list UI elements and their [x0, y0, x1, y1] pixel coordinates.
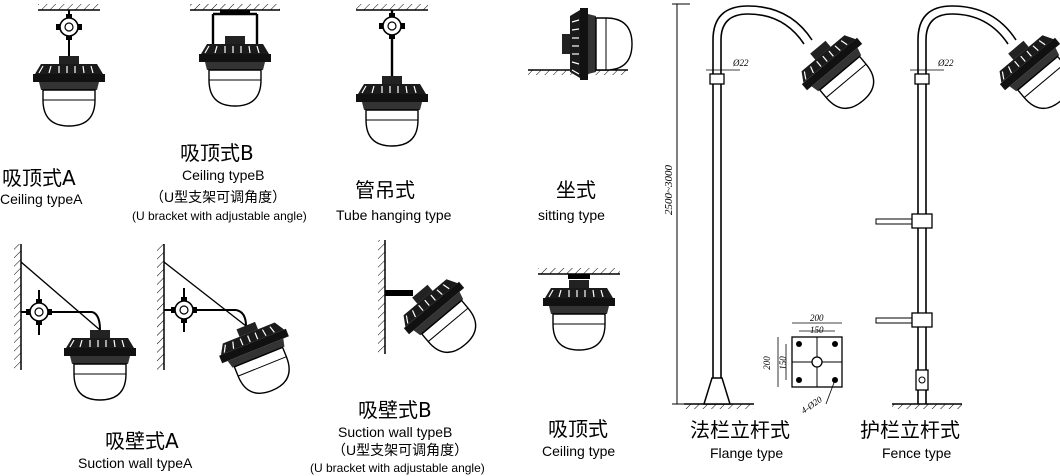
ceiling-b-cn: 吸顶式B: [180, 141, 254, 165]
wall-a-angled-drawing: [157, 244, 307, 405]
pipe-diameter-fence: Ø22: [938, 58, 954, 68]
sitting-drawing: [528, 7, 633, 81]
wall-a-drawing: [14, 244, 137, 401]
ceiling-cn: 吸顶式: [548, 417, 608, 441]
pipe-diameter-flange: Ø22: [733, 58, 749, 68]
flange-pole-drawing: [672, 3, 892, 409]
wall-b-note-en: (U bracket with adjustable angle): [310, 461, 485, 475]
ceiling-b-drawing: [190, 4, 280, 107]
ceiling-drawing: [538, 268, 620, 351]
pole-height-dim: 2500~3000: [662, 165, 675, 215]
flange-cn: 法栏立杆式: [690, 418, 790, 442]
ceiling-a-drawing: [32, 4, 106, 127]
ceiling-a-cn: 吸顶式A: [2, 166, 76, 190]
tube-hanging-cn: 管吊式: [355, 178, 415, 202]
wall-b-note-cn: （U型支架可调角度）: [332, 442, 469, 458]
ceiling-b-note-cn: （U型支架可调角度）: [150, 189, 287, 205]
wall-a-en: Suction wall typeA: [78, 455, 193, 471]
ceiling-b-en: Ceiling typeB: [182, 167, 265, 183]
wall-b-drawing: [378, 240, 494, 369]
flange-outer-dim: 200: [810, 313, 824, 323]
wall-b-cn: 吸壁式B: [358, 398, 432, 422]
tube-hanging-en: Tube hanging type: [336, 207, 452, 223]
ceiling-a-en: Ceiling typeA: [0, 191, 83, 207]
sitting-en: sitting type: [538, 207, 605, 223]
ceiling-b-note-en: (U bracket with adjustable angle): [132, 209, 307, 223]
wall-a-cn: 吸壁式A: [105, 429, 179, 453]
flange-inner-dim: 150: [810, 325, 824, 335]
tube-hanging-drawing: [355, 4, 429, 147]
fence-cn: 护栏立杆式: [860, 418, 960, 442]
flange-outer-v-dim: 200: [761, 356, 772, 370]
sitting-cn: 坐式: [556, 178, 596, 202]
fence-pole-drawing: [875, 5, 1060, 409]
flange-inner-v-dim: 150: [777, 356, 788, 370]
flange-en: Flange type: [710, 445, 784, 461]
wall-b-en: Suction wall typeB: [338, 424, 453, 440]
ceiling-en: Ceiling type: [542, 443, 616, 459]
fence-en: Fence type: [882, 445, 952, 461]
